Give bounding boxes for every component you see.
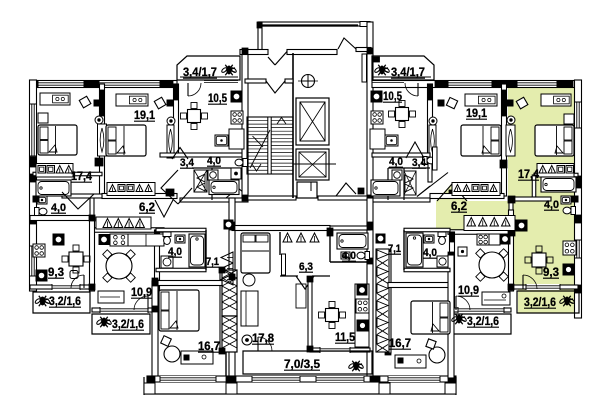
svg-text:6,2: 6,2 [139, 202, 155, 214]
svg-text:10,5: 10,5 [383, 89, 402, 103]
svg-text:7,0/3,5: 7,0/3,5 [284, 359, 321, 371]
svg-text:17,4: 17,4 [71, 169, 92, 183]
svg-text:4,0: 4,0 [342, 250, 356, 262]
svg-text:9,3: 9,3 [48, 267, 64, 279]
svg-text:17,8: 17,8 [252, 333, 275, 345]
svg-text:3,4/1,7: 3,4/1,7 [391, 65, 425, 79]
svg-text:10,9: 10,9 [131, 287, 152, 299]
svg-text:4,0: 4,0 [168, 246, 182, 258]
svg-text:4,0: 4,0 [389, 156, 403, 168]
svg-text:3,2/1,6: 3,2/1,6 [524, 297, 556, 309]
svg-text:3,4/1,7: 3,4/1,7 [183, 65, 217, 79]
svg-text:9,3: 9,3 [543, 267, 559, 279]
svg-text:4,0: 4,0 [207, 155, 221, 167]
svg-text:7,1: 7,1 [388, 243, 401, 255]
svg-text:4,0: 4,0 [51, 202, 66, 214]
svg-text:4,0: 4,0 [423, 247, 437, 259]
svg-text:3,4: 3,4 [412, 157, 427, 169]
svg-text:16,7: 16,7 [389, 338, 411, 350]
svg-text:3,4: 3,4 [180, 157, 195, 169]
svg-text:17,4: 17,4 [518, 167, 539, 181]
svg-text:6,3: 6,3 [299, 261, 313, 273]
svg-text:16,7: 16,7 [198, 341, 220, 353]
svg-text:19,1: 19,1 [134, 108, 155, 122]
svg-text:6,2: 6,2 [451, 201, 467, 213]
svg-text:3,2/1,6: 3,2/1,6 [112, 319, 144, 331]
svg-text:4,0: 4,0 [544, 199, 559, 211]
svg-text:3,2/1,6: 3,2/1,6 [467, 316, 499, 328]
svg-text:7,1: 7,1 [206, 256, 219, 268]
svg-text:3,2/1,6: 3,2/1,6 [49, 296, 81, 308]
svg-text:10,5: 10,5 [208, 91, 227, 105]
svg-text:19,1: 19,1 [466, 106, 487, 120]
svg-text:11,5: 11,5 [335, 332, 356, 344]
svg-text:10,9: 10,9 [458, 285, 479, 297]
